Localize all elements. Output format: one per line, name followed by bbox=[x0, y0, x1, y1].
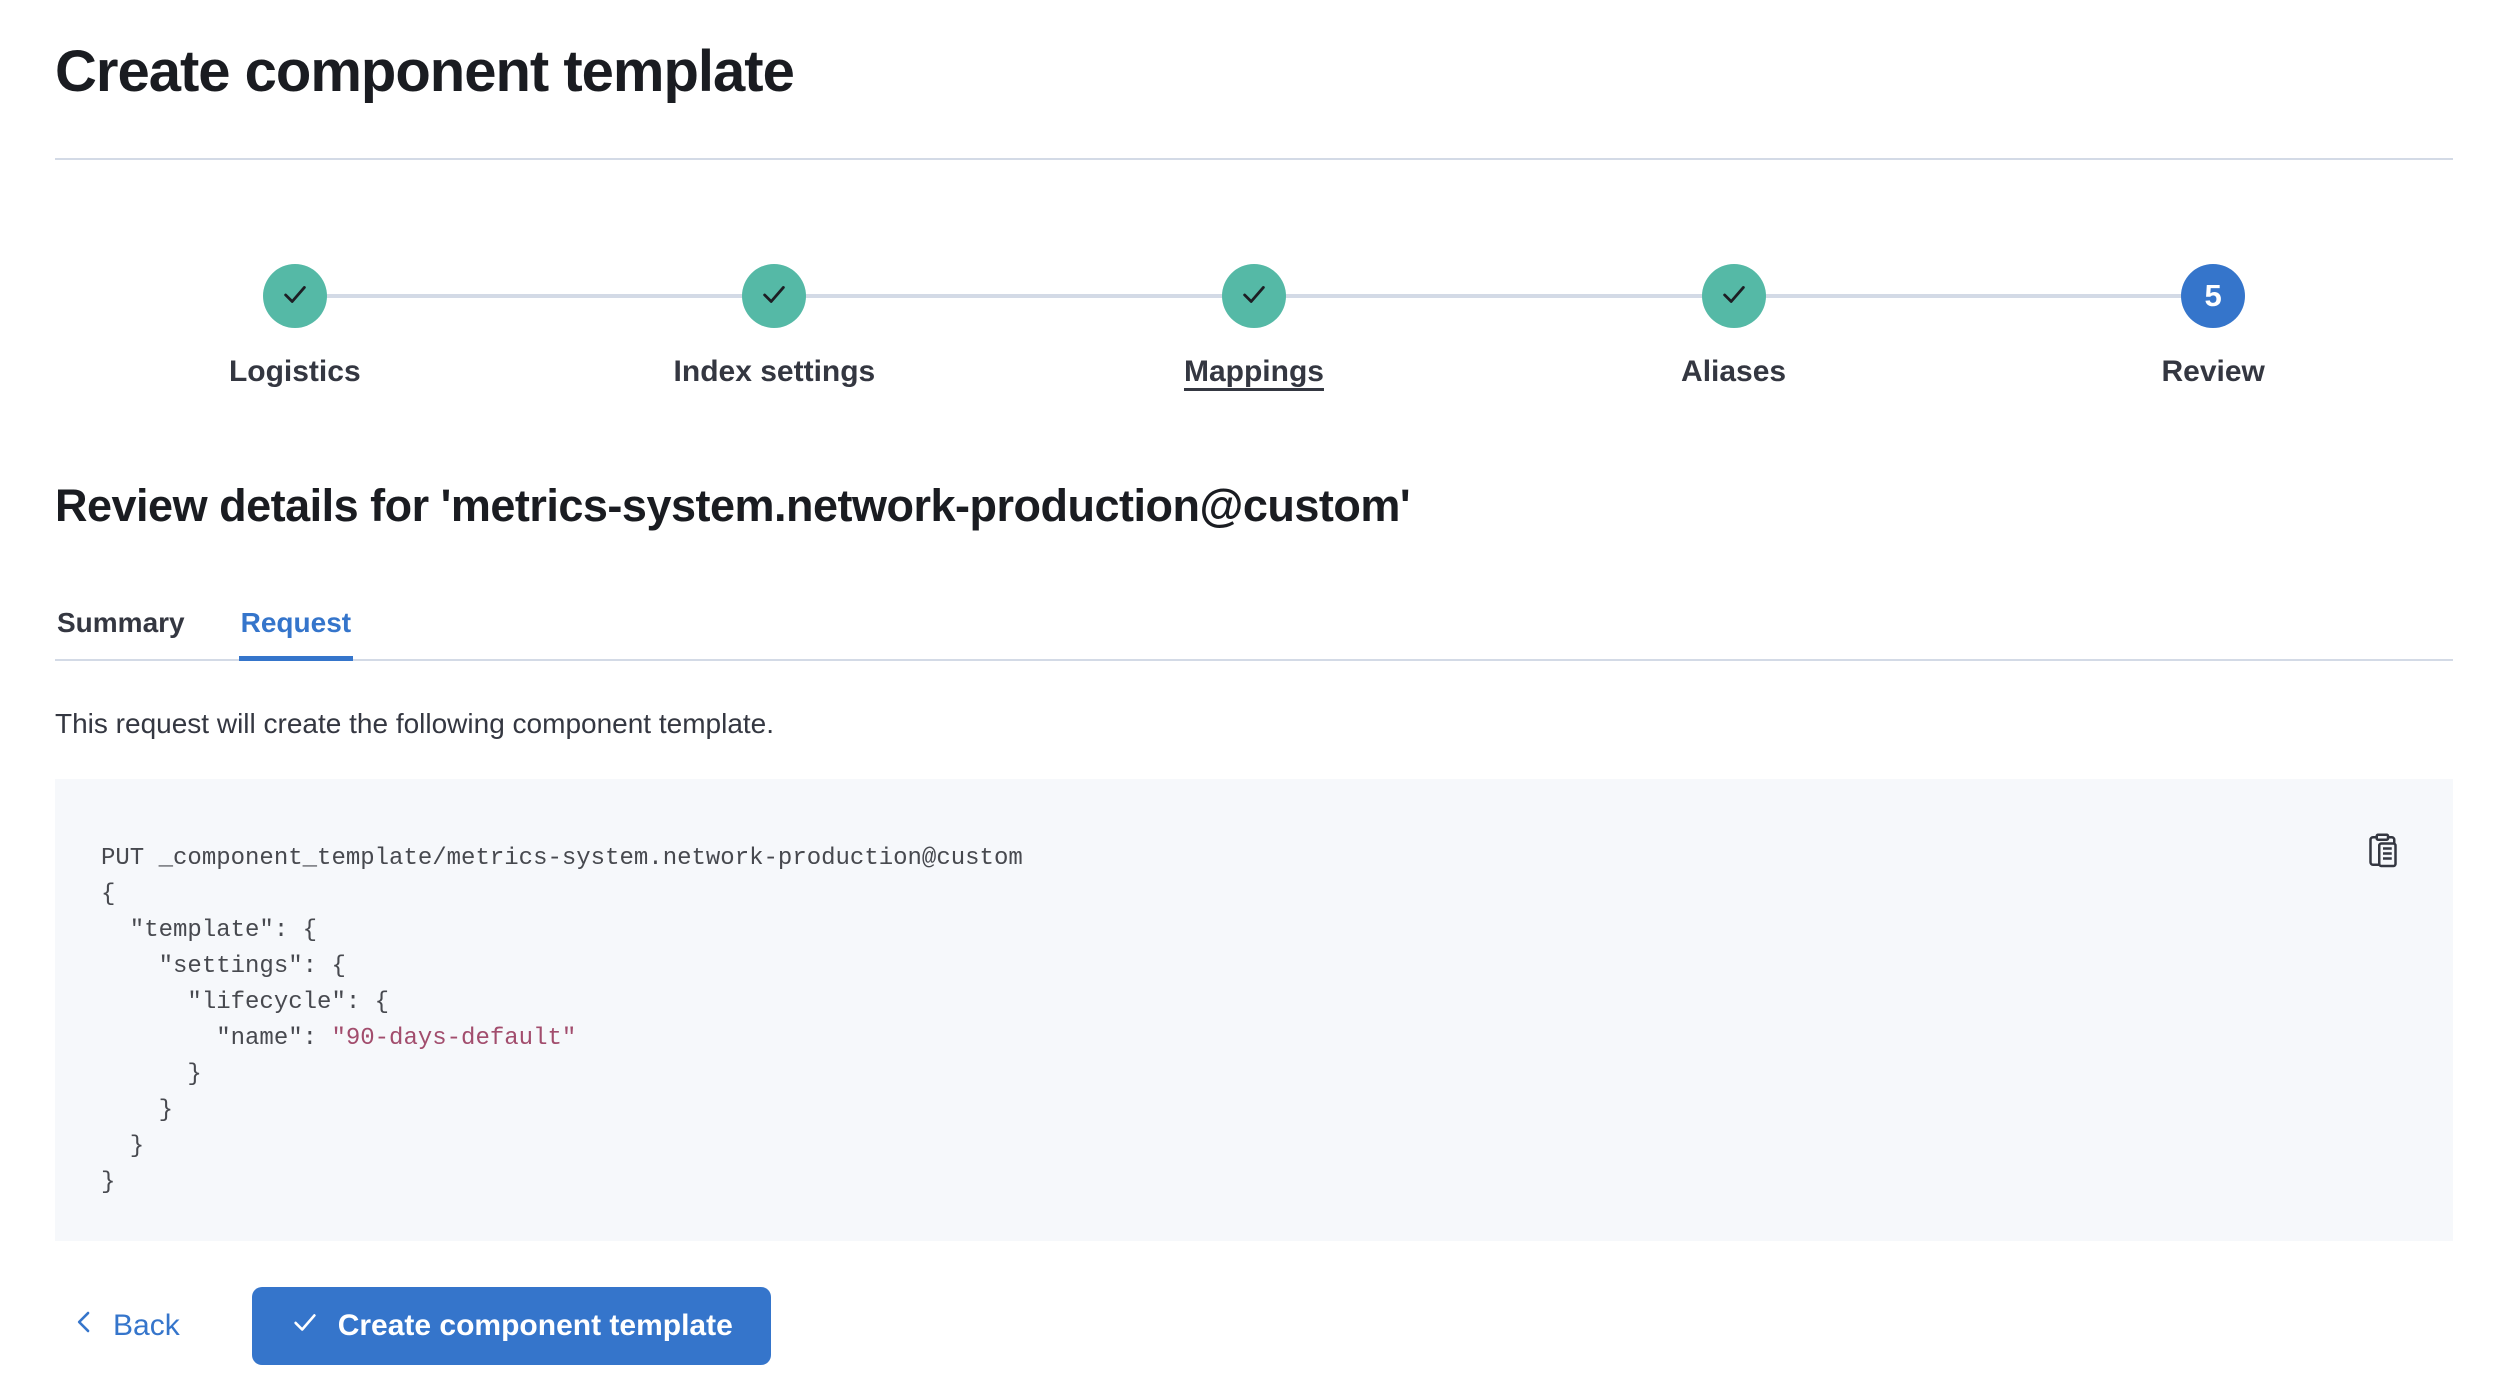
step-label[interactable]: Mappings bbox=[1183, 355, 1324, 388]
review-heading: Review details for 'metrics-system.netwo… bbox=[55, 480, 1411, 531]
step-label[interactable]: Logistics bbox=[228, 355, 361, 388]
step-label[interactable]: Review bbox=[2161, 355, 2265, 388]
step-aliases[interactable]: Aliases bbox=[1494, 264, 1974, 390]
create-component-template-button-label: Create component template bbox=[337, 1309, 733, 1342]
header-divider bbox=[55, 158, 2453, 160]
create-component-template-button[interactable]: Create component template bbox=[251, 1287, 771, 1365]
wizard-footer: Back Create component template bbox=[55, 1287, 2453, 1365]
back-button[interactable]: Back bbox=[55, 1309, 204, 1343]
step-logistics[interactable]: Logistics bbox=[55, 264, 535, 390]
check-icon bbox=[1239, 279, 1269, 314]
step-circle[interactable] bbox=[1701, 264, 1766, 328]
step-indicator: Logistics Index settings Mappings bbox=[55, 264, 2453, 390]
step-circle[interactable] bbox=[742, 264, 807, 328]
request-code-block: PUT _component_template/metrics-system.n… bbox=[55, 779, 2453, 1241]
request-code: PUT _component_template/metrics-system.n… bbox=[101, 845, 1023, 1196]
check-icon bbox=[280, 279, 310, 314]
create-component-template-page: Create component template Logistics Inde… bbox=[0, 38, 2506, 1365]
chevron-left-icon bbox=[71, 1309, 97, 1343]
step-mappings[interactable]: Mappings bbox=[1014, 264, 1494, 390]
step-circle[interactable]: 5 bbox=[2181, 264, 2246, 328]
check-icon bbox=[290, 1307, 320, 1345]
back-button-label: Back bbox=[113, 1309, 180, 1342]
check-icon bbox=[759, 279, 789, 314]
step-circle[interactable] bbox=[262, 264, 327, 328]
step-label[interactable]: Index settings bbox=[673, 355, 876, 388]
step-review[interactable]: 5 Review bbox=[1973, 264, 2453, 390]
request-description: This request will create the following c… bbox=[55, 708, 775, 739]
tab-summary[interactable]: Summary bbox=[57, 607, 185, 638]
copy-clipboard-icon bbox=[2363, 831, 2403, 871]
tab-request[interactable]: Request bbox=[238, 606, 354, 661]
step-number: 5 bbox=[2204, 278, 2222, 313]
check-icon bbox=[1719, 279, 1749, 314]
step-index-settings[interactable]: Index settings bbox=[535, 264, 1015, 390]
step-label[interactable]: Aliases bbox=[1681, 355, 1787, 388]
page-title: Create component template bbox=[55, 39, 795, 104]
step-circle[interactable] bbox=[1221, 264, 1286, 328]
tab-bar: Summary Request bbox=[55, 606, 2453, 661]
copy-to-clipboard-button[interactable] bbox=[2357, 825, 2409, 877]
